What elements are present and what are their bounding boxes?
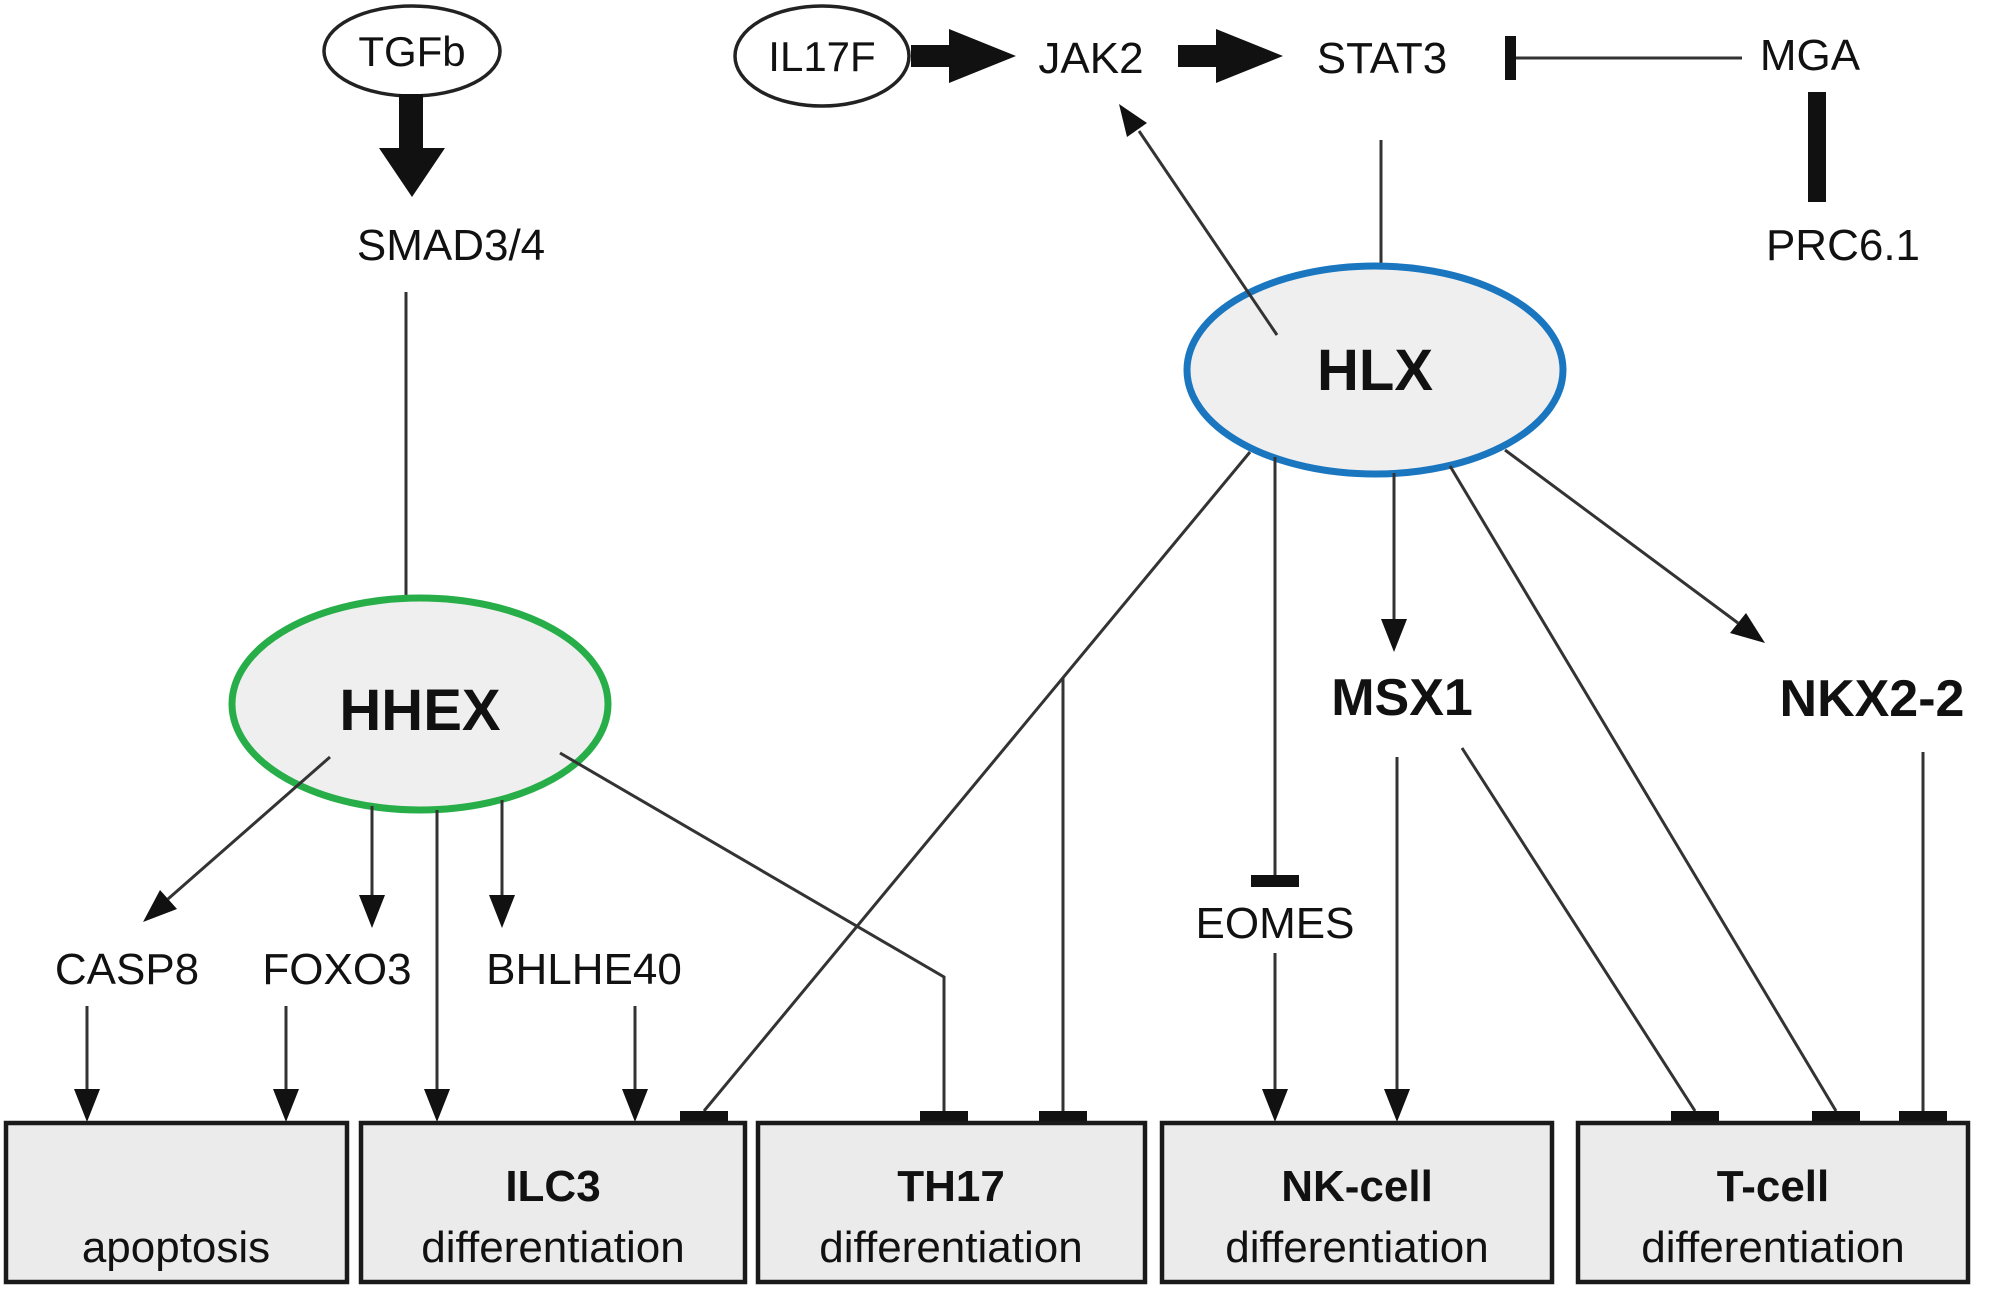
bhlhe40-label: BHLHE40 bbox=[486, 945, 682, 994]
edge-msx1-tcell-tbar bbox=[1671, 1111, 1719, 1123]
edge-hlx-jak2-line bbox=[1137, 130, 1279, 336]
th17-box-title: TH17 bbox=[897, 1162, 1005, 1211]
th17-box-subtitle: differentiation bbox=[819, 1223, 1082, 1272]
prc61-label: PRC6.1 bbox=[1766, 221, 1920, 270]
tcell-box bbox=[1575, 1120, 1971, 1285]
tcell-box-subtitle: differentiation bbox=[1641, 1223, 1904, 1272]
edge-hhex-foxo3-arrowhead bbox=[359, 895, 385, 928]
edge-jak2-stat3-thick-arrow bbox=[1178, 29, 1283, 83]
edge-hlx-ilc3-line bbox=[702, 451, 1252, 1112]
ilc3-box-title: ILC3 bbox=[505, 1162, 600, 1211]
apoptosis-box-label: apoptosis bbox=[82, 1223, 270, 1272]
edge-hhex-th17-line bbox=[559, 751, 946, 1111]
smad34-label: SMAD3/4 bbox=[357, 221, 545, 270]
edge-hlx-ilc3-tbar bbox=[680, 1111, 728, 1123]
edge-hlx-eomes-tbar bbox=[1251, 875, 1299, 887]
il17f-label: IL17F bbox=[768, 33, 875, 80]
tcell-box-title: T-cell bbox=[1717, 1162, 1830, 1211]
edge-hhex-casp8-line bbox=[167, 755, 331, 901]
stat3-label: STAT3 bbox=[1317, 34, 1447, 83]
edge-hhex-bhlhe40-arrowhead bbox=[489, 895, 515, 928]
edge-mga-prc61-thick-bar bbox=[1808, 92, 1826, 202]
edge-msx1-tcell-line bbox=[1460, 747, 1697, 1112]
edge-mga-stat3-tbar bbox=[1505, 36, 1516, 80]
apoptosis-box bbox=[3, 1120, 350, 1285]
edge-eomes-nkcell-arrowhead bbox=[1262, 1089, 1288, 1122]
edge-hlx-tcell-tbar bbox=[1812, 1111, 1860, 1123]
msx1-label: MSX1 bbox=[1331, 669, 1473, 727]
edge-hhex-th17-tbar bbox=[920, 1111, 968, 1123]
edge-il17f-jak2-thick-arrow bbox=[911, 29, 1016, 83]
jak2-label: JAK2 bbox=[1038, 34, 1143, 83]
nkx22-label: NKX2-2 bbox=[1780, 670, 1965, 728]
edge-hlx-msx1-arrowhead bbox=[1381, 619, 1407, 652]
edge-hlx-tcell-line bbox=[1448, 465, 1838, 1112]
mga-label: MGA bbox=[1760, 31, 1861, 80]
hlx-ellipse bbox=[1183, 262, 1567, 478]
hlx-label: HLX bbox=[1317, 338, 1433, 403]
hhex-ellipse bbox=[228, 594, 612, 814]
edge-nkx22-tcell-tbar bbox=[1899, 1111, 1947, 1123]
edge-hhex-ilc3-arrowhead bbox=[424, 1089, 450, 1122]
th17-box bbox=[755, 1120, 1148, 1285]
hhex-label: HHEX bbox=[339, 678, 500, 743]
edge-hlx-nkx22-arrowhead bbox=[1730, 613, 1765, 643]
il17f-ellipse bbox=[733, 4, 911, 108]
edge-msx1-nkcell-arrowhead bbox=[1384, 1089, 1410, 1122]
edge-hlx-th17-tbar bbox=[1039, 1111, 1087, 1123]
edge-hhex-casp8-arrowhead bbox=[143, 890, 177, 922]
edge-foxo3-apoptosis-arrowhead bbox=[273, 1089, 299, 1122]
edge-tgfb-smad34-thick-arrow bbox=[379, 94, 445, 197]
edge-bhlhe40-ilc3-arrowhead bbox=[622, 1089, 648, 1122]
edge-casp8-apoptosis-arrowhead bbox=[74, 1089, 100, 1122]
eomes-label: EOMES bbox=[1196, 899, 1355, 948]
ilc3-box bbox=[358, 1120, 748, 1285]
tgfb-label: TGFb bbox=[358, 28, 465, 75]
edge-hlx-nkx22-line bbox=[1504, 448, 1739, 625]
foxo3-label: FOXO3 bbox=[262, 945, 411, 994]
nkcell-box bbox=[1159, 1120, 1555, 1285]
ilc3-box-subtitle: differentiation bbox=[421, 1223, 684, 1272]
edge-hlx-jak2-arrowhead bbox=[1119, 104, 1147, 137]
nkcell-box-subtitle: differentiation bbox=[1225, 1223, 1488, 1272]
nkcell-box-title: NK-cell bbox=[1281, 1162, 1433, 1211]
casp8-label: CASP8 bbox=[55, 945, 199, 994]
